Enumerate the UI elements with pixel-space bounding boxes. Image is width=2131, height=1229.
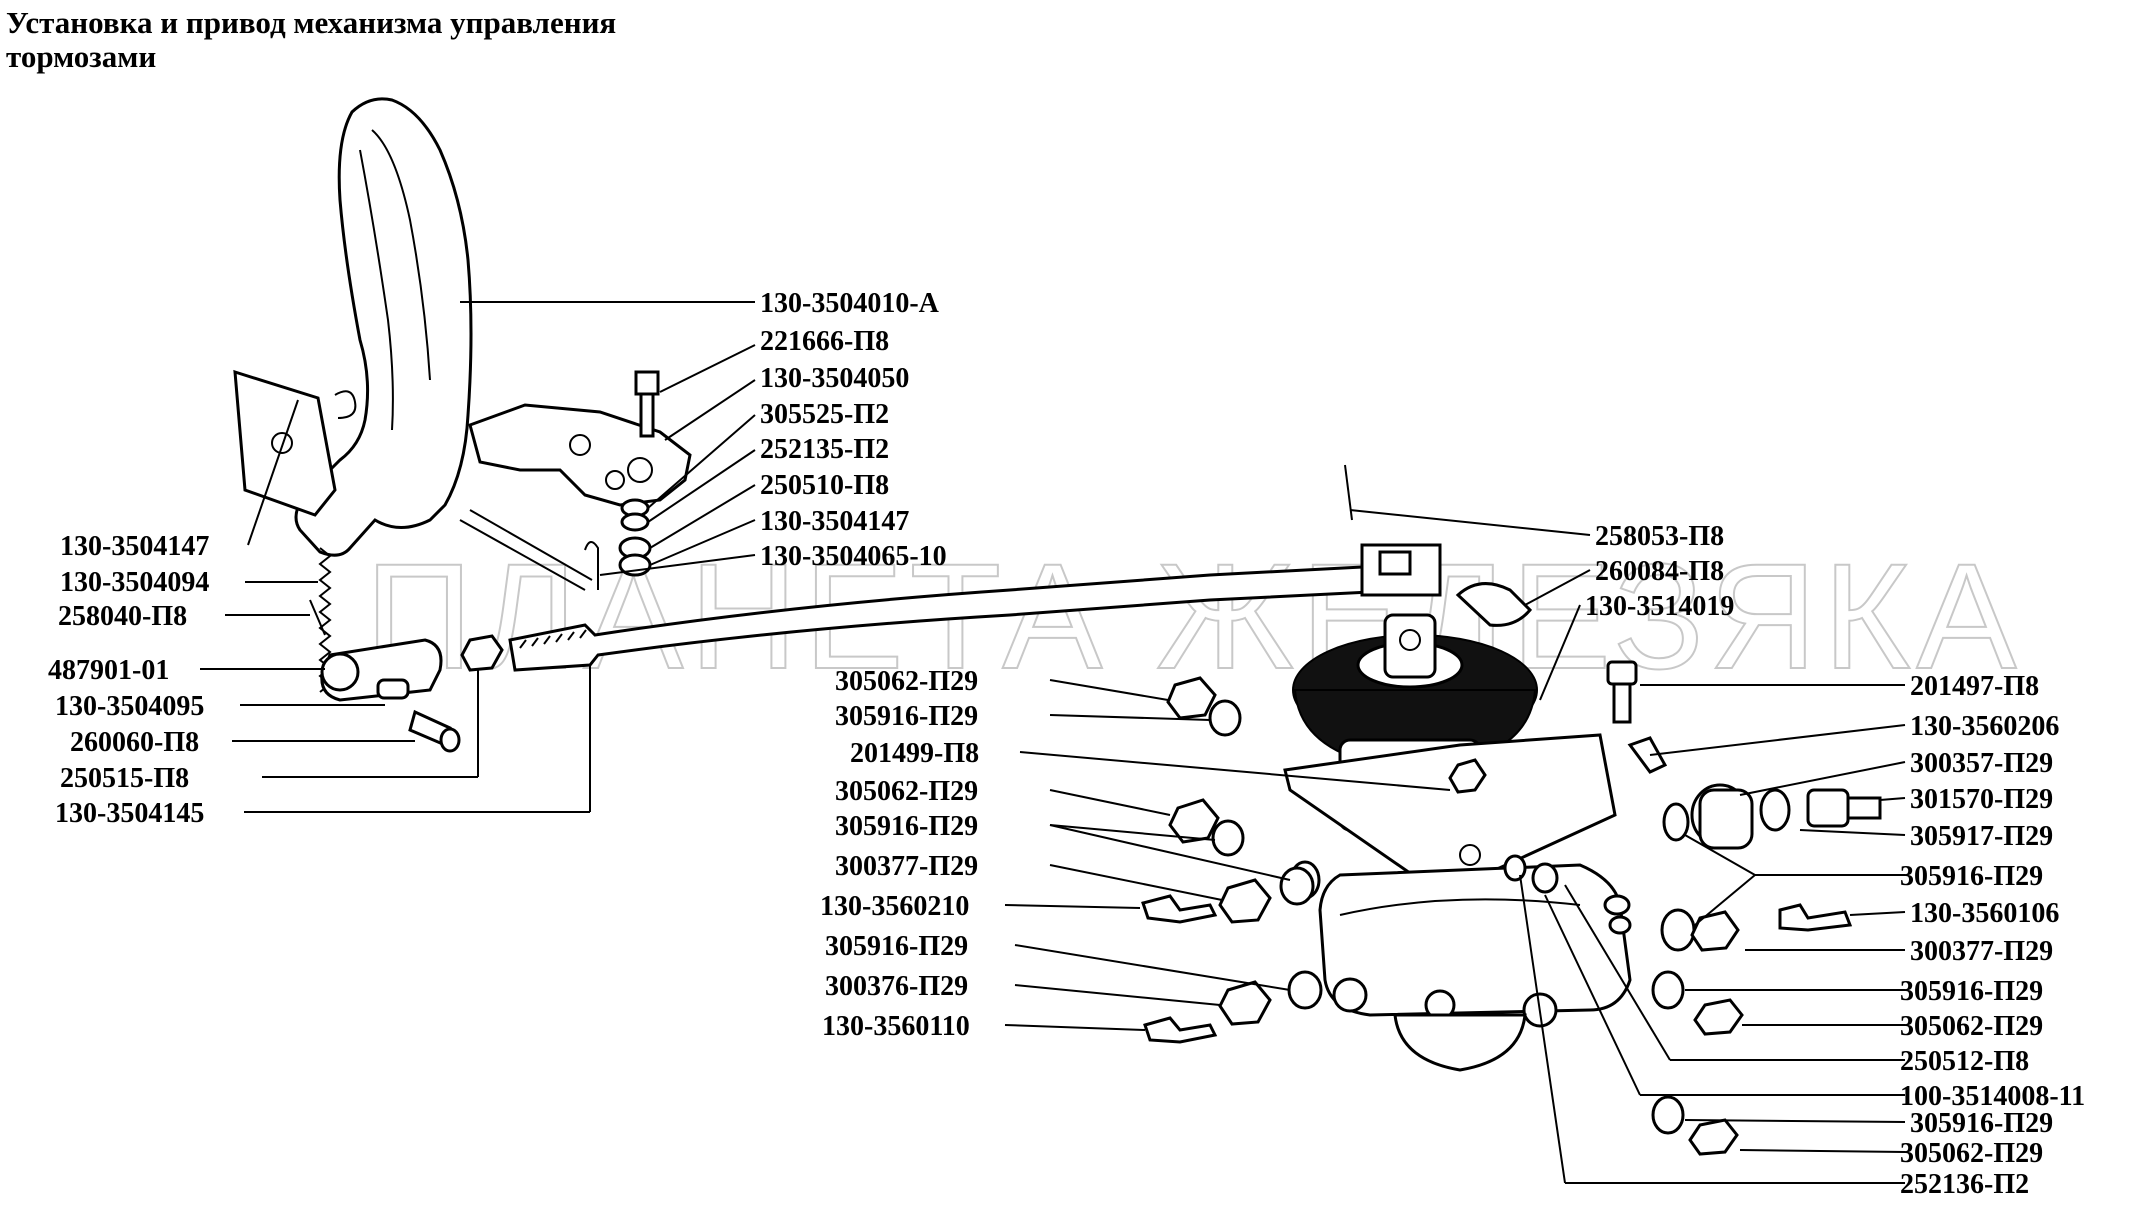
diagram-title: Установка и привод механизма управления … xyxy=(6,5,617,74)
label-130-3504147-right: 130-3504147 xyxy=(760,506,909,537)
label-487901-01: 487901-01 xyxy=(48,655,169,686)
label-250515-p8: 250515-П8 xyxy=(60,763,189,794)
right-fittings xyxy=(1606,660,1882,1156)
label-305916-p29-c: 305916-П29 xyxy=(825,931,968,962)
label-305062-p29-b: 305062-П29 xyxy=(835,776,978,807)
label-252135-p2: 252135-П2 xyxy=(760,434,889,465)
label-305916-p29-d: 305916-П29 xyxy=(1900,861,2043,892)
label-305916-p29-b: 305916-П29 xyxy=(835,811,978,842)
label-258040-p8: 258040-П8 xyxy=(58,601,187,632)
brake-pedal xyxy=(294,97,473,557)
part-labels: 130-3504010-А 221666-П8 130-3504050 3055… xyxy=(48,288,2085,1200)
label-300377-p29-a: 300377-П29 xyxy=(835,851,978,882)
brake-valve-assembly xyxy=(1283,464,1632,1072)
pedal-assembly xyxy=(233,97,1413,753)
label-201499-p8: 201499-П8 xyxy=(850,738,979,769)
label-300357-p29: 300357-П29 xyxy=(1910,748,2053,779)
label-130-3504010-a: 130-3504010-А xyxy=(760,288,940,319)
label-260060-p8: 260060-П8 xyxy=(70,727,199,758)
left-fittings xyxy=(1141,676,1487,1044)
label-130-3504065-10: 130-3504065-10 xyxy=(760,541,947,572)
watermark: ПЛАНЕТА ЖЕЛЕЗЯКА xyxy=(365,532,2022,700)
label-250510-p8: 250510-П8 xyxy=(760,470,889,501)
label-130-3560206: 130-3560206 xyxy=(1910,711,2059,742)
label-305062-p29-c: 305062-П29 xyxy=(1900,1011,2043,1042)
label-252136-p2: 252136-П2 xyxy=(1900,1169,2029,1200)
label-305062-p29-a: 305062-П29 xyxy=(835,666,978,697)
label-130-3560106: 130-3560106 xyxy=(1910,898,2059,929)
label-130-3514019: 130-3514019 xyxy=(1585,591,1734,622)
label-258053-p8: 258053-П8 xyxy=(1595,521,1724,552)
label-250512-p8: 250512-П8 xyxy=(1900,1046,2029,1077)
label-305917-p29: 305917-П29 xyxy=(1910,821,2053,852)
label-130-3504147-left: 130-3504147 xyxy=(60,531,209,562)
label-301570-p29: 301570-П29 xyxy=(1910,784,2053,815)
label-130-3504095: 130-3504095 xyxy=(55,691,204,722)
label-130-3504094: 130-3504094 xyxy=(60,567,209,598)
label-201497-p8: 201497-П8 xyxy=(1910,671,2039,702)
label-305062-p29-d: 305062-П29 xyxy=(1900,1138,2043,1169)
label-130-3560110: 130-3560110 xyxy=(822,1011,970,1042)
mounting-bracket xyxy=(1283,733,1617,882)
label-305916-p29-e: 305916-П29 xyxy=(1900,976,2043,1007)
label-130-3504050: 130-3504050 xyxy=(760,363,909,394)
label-305525-p2: 305525-П2 xyxy=(760,399,889,430)
label-305916-p29-a: 305916-П29 xyxy=(835,701,978,732)
label-305916-p29-f: 305916-П29 xyxy=(1910,1108,2053,1139)
label-260084-p8: 260084-П8 xyxy=(1595,556,1724,587)
label-300377-p29-b: 300377-П29 xyxy=(1910,936,2053,967)
label-130-3560210: 130-3560210 xyxy=(820,891,969,922)
label-100-3514008-11: 100-3514008-11 xyxy=(1900,1081,2085,1112)
pedal-plate xyxy=(233,369,337,517)
label-130-3504145: 130-3504145 xyxy=(55,798,204,829)
label-221666-p8: 221666-П8 xyxy=(760,326,889,357)
leader-lines xyxy=(200,301,1906,1184)
label-300376-p29: 300376-П29 xyxy=(825,971,968,1002)
